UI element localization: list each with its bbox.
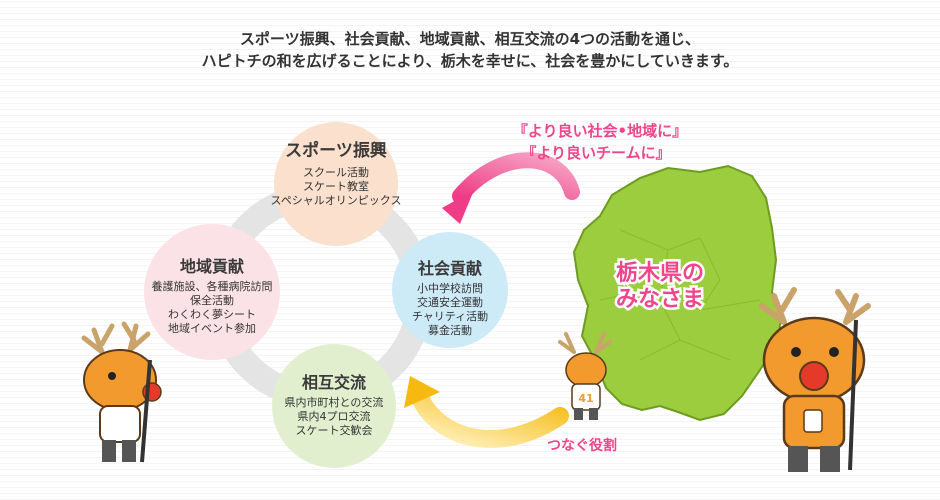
activity-community-item-2: 保全活動 <box>190 293 234 307</box>
activity-social-item-3: チャリティ活動 <box>412 309 488 323</box>
activity-sports-item-3: スペシャルオリンピックス <box>271 194 402 207</box>
activity-community-item-3: わくわく夢シート <box>168 308 256 321</box>
activity-sports: スポーツ振興 スクール活動 スケート教室 スペシャルオリンピックス <box>271 122 402 246</box>
activity-sports-item-1: スクール活動 <box>303 165 369 179</box>
activity-community-title: 地域貢献 <box>180 257 244 276</box>
activity-social: 社会貢献 小中学校訪問 交通安全運動 チャリティ活動 募金活動 <box>392 232 508 348</box>
activity-social-title: 社会貢献 <box>417 259 482 278</box>
tochigi-map <box>572 164 784 422</box>
activity-community-item-4: 地域イベント参加 <box>168 321 256 335</box>
activity-community-item-1: 養護施設、各種病院訪問 <box>152 279 273 293</box>
activity-social-item-2: 交通安全運動 <box>417 295 483 309</box>
yellow-arrow <box>404 376 569 448</box>
intro-text: スポーツ振興、社会貢献、地域貢献、相互交流の4つの活動を通じ、 ハピトチの和を広… <box>0 28 940 72</box>
mascot-left-illustration <box>81 321 162 463</box>
intro-line-1: スポーツ振興、社会貢献、地域貢献、相互交流の4つの活動を通じ、 <box>239 30 701 48</box>
mascot-jersey-number: 41 <box>578 392 593 405</box>
activity-community-circle <box>144 224 280 360</box>
activity-social-circle <box>392 232 508 348</box>
activity-social-item-1: 小中学校訪問 <box>417 281 483 295</box>
activity-exchange-item-2: 県内4プロ交流 <box>298 409 371 423</box>
map-label-line-2: みなさま <box>616 287 704 312</box>
map-shape <box>572 164 784 422</box>
activity-exchange-item-3: スケート交歓会 <box>296 423 373 437</box>
pink-arrow <box>442 152 580 224</box>
activity-social-item-4: 募金活動 <box>428 323 472 337</box>
activity-exchange: 相互交流 県内市町村との交流 県内4プロ交流 スケート交歓会 <box>272 344 396 468</box>
mascot-small-illustration: 41 <box>558 332 612 420</box>
activity-exchange-circle <box>272 344 396 468</box>
map-borders <box>599 229 761 361</box>
callout-line-1: 『より良い社会•地域に』 <box>513 122 687 140</box>
intro-line-2: ハピトチの和を広げることにより、栃木を幸せに、社会を豊かにしていきます。 <box>201 52 739 70</box>
mascot-right-illustration <box>759 287 871 472</box>
callout-line-2: 『より良いチームに』 <box>521 144 670 162</box>
activity-community: 地域貢献 養護施設、各種病院訪問 保全活動 わくわく夢シート 地域イベント参加 <box>144 224 280 360</box>
activity-sports-circle <box>274 122 398 246</box>
activity-sports-item-2: スケート教室 <box>303 179 369 193</box>
activity-exchange-title: 相互交流 <box>302 373 366 392</box>
map-label-line-1: 栃木県の <box>616 261 704 286</box>
activity-exchange-item-1: 県内市町村との交流 <box>285 395 384 409</box>
activity-sports-title: スポーツ振興 <box>285 140 387 161</box>
connect-label: つなぐ役割 <box>547 437 617 454</box>
